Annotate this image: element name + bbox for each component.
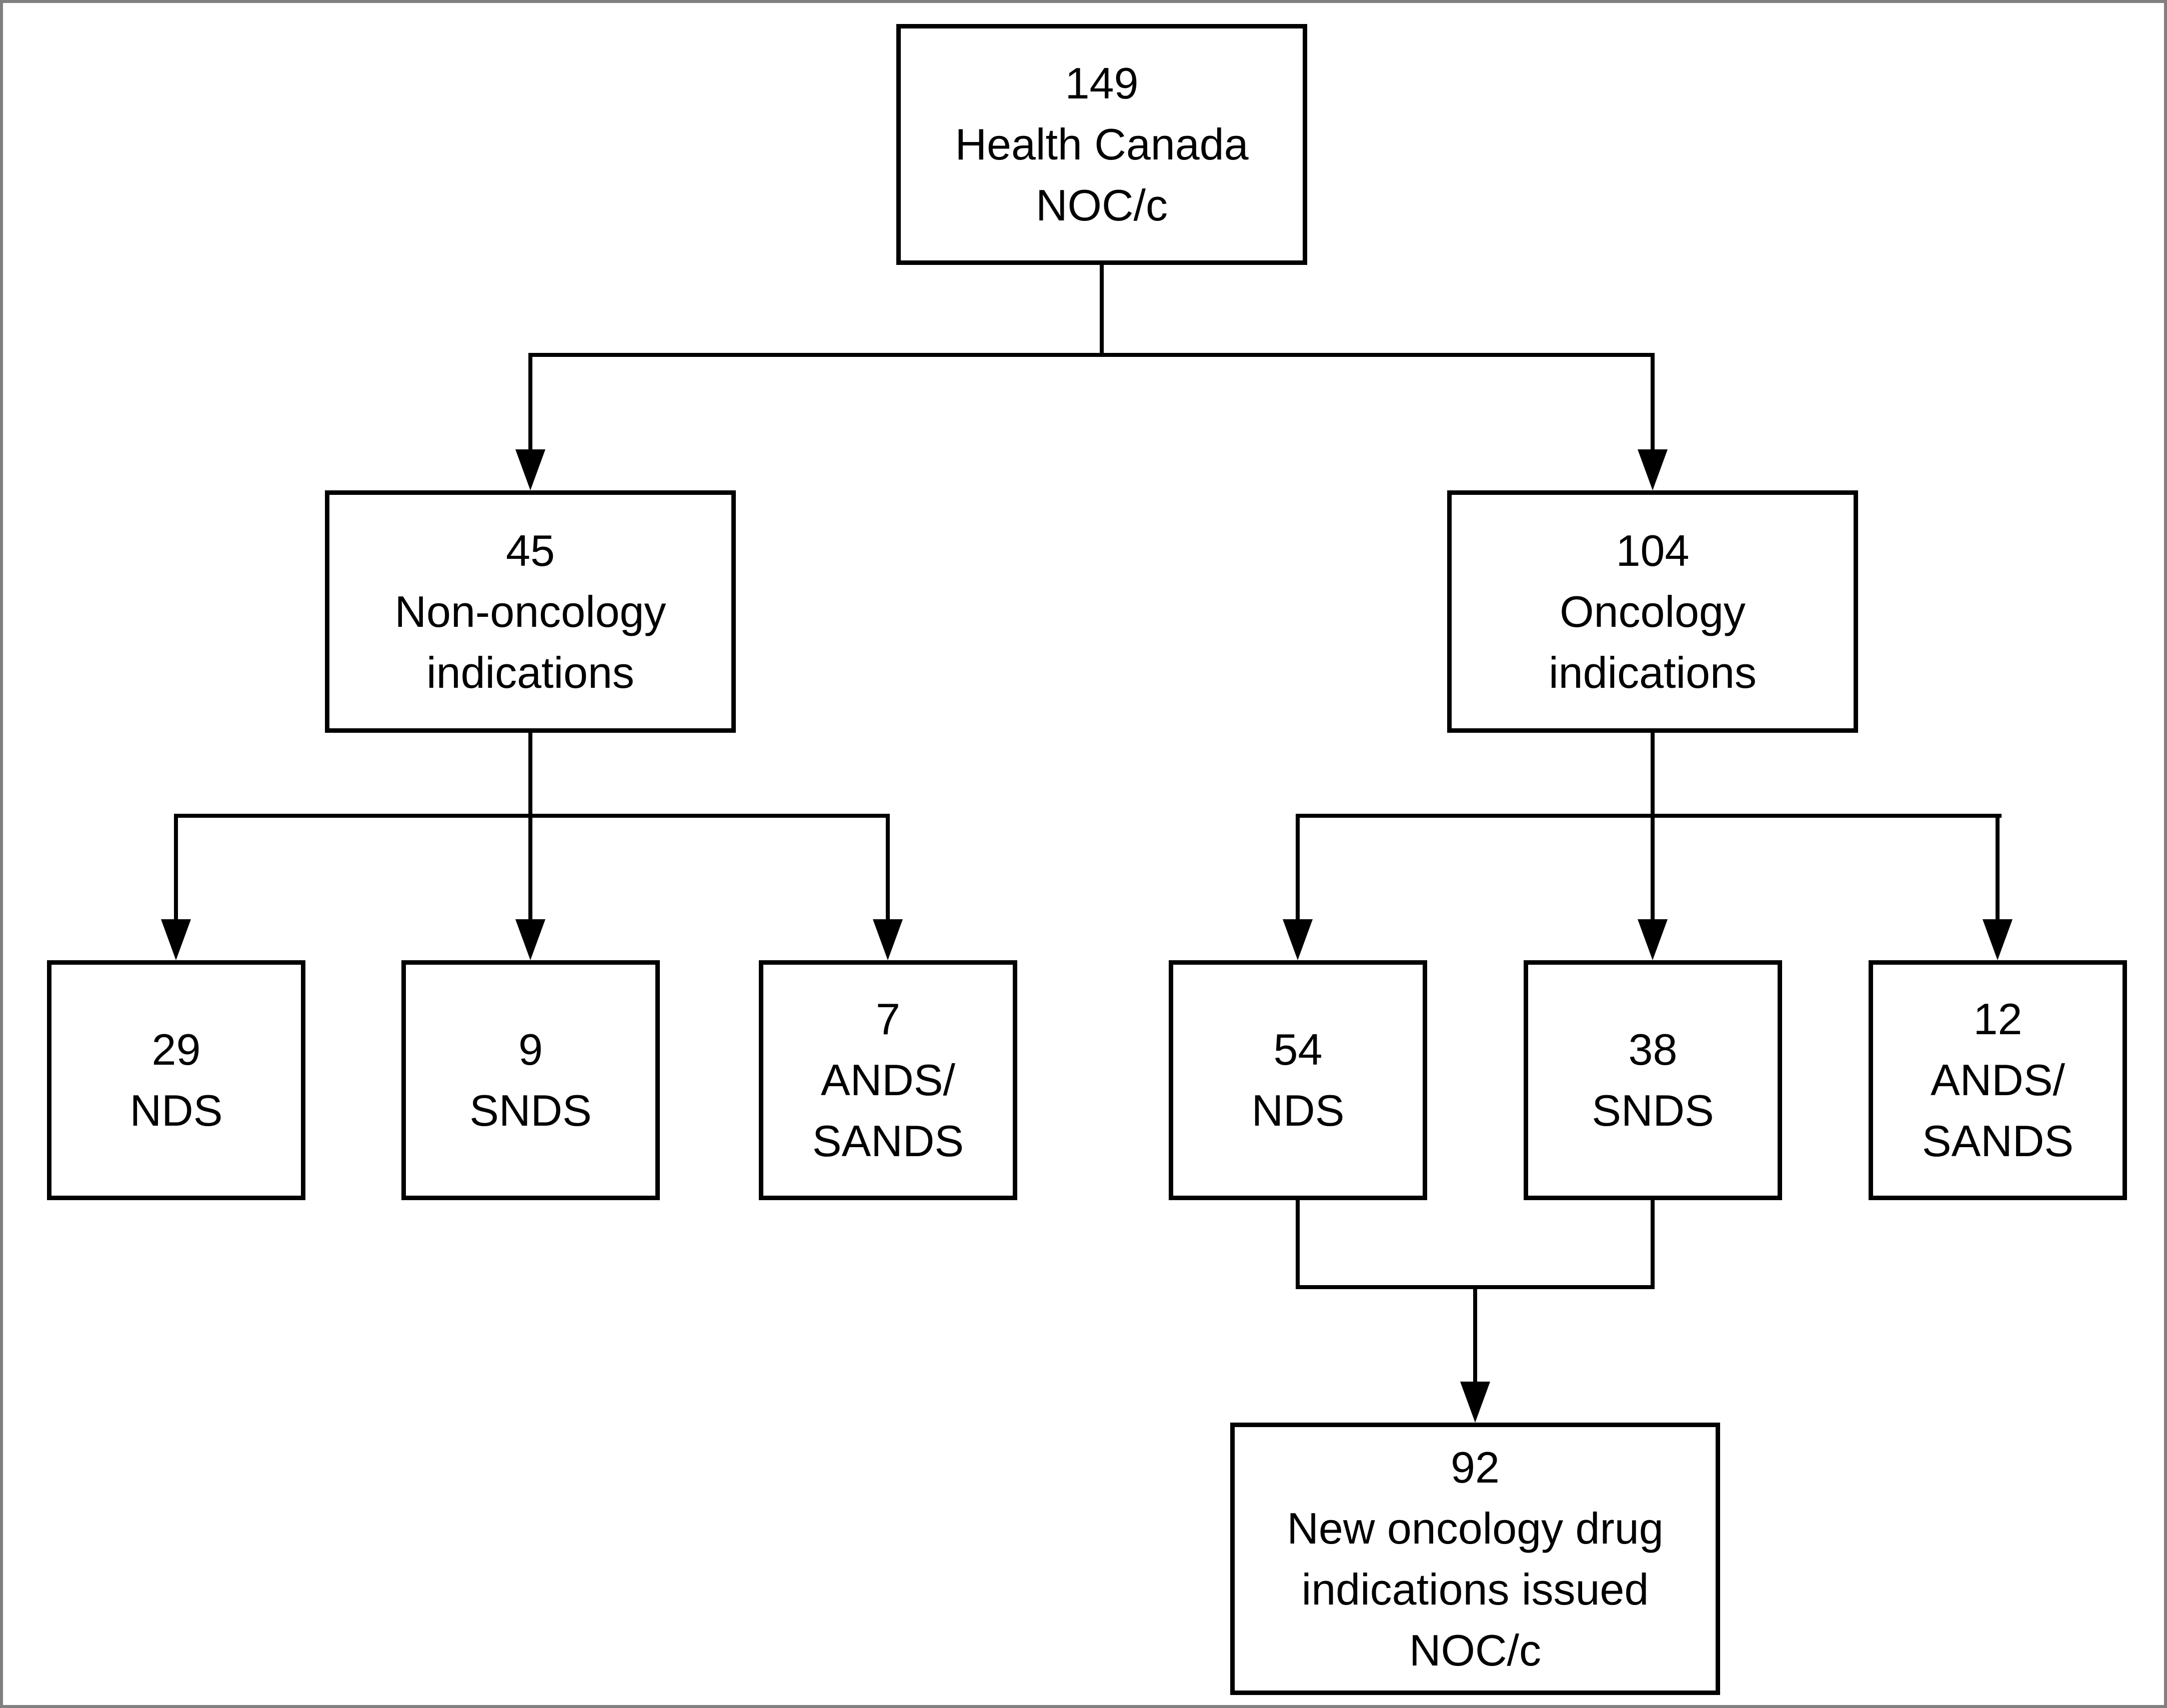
node-label: NDS	[129, 1086, 223, 1135]
arrow-down-icon	[161, 919, 191, 960]
connector-to-issued	[1473, 1285, 1477, 1384]
node-label: Oncology	[1560, 586, 1746, 636]
arrow-down-icon	[515, 919, 545, 960]
connector-to-7-ands-sands	[886, 814, 890, 921]
connector-level1-branch	[528, 353, 1655, 357]
node-count: 12	[1973, 994, 2023, 1044]
node-non-oncology-nds: 29 NDS	[47, 960, 305, 1200]
node-count: 45	[506, 525, 555, 575]
node-label: indications	[426, 647, 634, 697]
node-label: SNDS	[1592, 1086, 1714, 1135]
node-count: 29	[151, 1025, 201, 1074]
connector-to-non-oncology	[528, 353, 532, 451]
arrow-down-icon	[515, 449, 545, 490]
connector-oncology-drop	[1651, 731, 1655, 816]
node-label: NOC/c	[1036, 180, 1168, 230]
node-count: 7	[876, 994, 900, 1044]
connector-to-29-nds	[174, 814, 178, 921]
node-new-oncology-drug-indications-issued: 92 New oncology drug indications issued …	[1230, 1423, 1720, 1695]
arrow-down-icon	[1283, 919, 1313, 960]
arrow-down-icon	[1460, 1382, 1490, 1423]
node-non-oncology-ands-sands: 7 ANDS/ SANDS	[759, 960, 1017, 1200]
node-count: 38	[1628, 1025, 1678, 1074]
connector-54-nds-merge-drop	[1296, 1198, 1300, 1289]
connector-non-oncology-drop	[528, 731, 532, 816]
node-oncology-snds: 38 SNDS	[1524, 960, 1782, 1200]
node-label: SANDS	[1922, 1116, 2074, 1166]
node-label: indications	[1549, 647, 1757, 697]
connector-to-oncology	[1651, 353, 1655, 451]
node-label: ANDS/	[821, 1055, 955, 1105]
arrow-down-icon	[1638, 449, 1668, 490]
node-label: NOC/c	[1409, 1625, 1541, 1675]
node-label: NDS	[1251, 1086, 1345, 1135]
node-count: 149	[1065, 58, 1139, 108]
node-count: 92	[1451, 1442, 1500, 1492]
arrow-down-icon	[1638, 919, 1668, 960]
node-count: 9	[518, 1025, 543, 1074]
node-label: indications issued	[1301, 1564, 1649, 1614]
node-label: Non-oncology	[394, 586, 666, 636]
arrow-down-icon	[1983, 919, 2013, 960]
connector-oncology-branch	[1296, 814, 2002, 818]
node-oncology-ands-sands: 12 ANDS/ SANDS	[1869, 960, 2127, 1200]
node-label: ANDS/	[1931, 1055, 2065, 1105]
node-non-oncology-snds: 9 SNDS	[401, 960, 660, 1200]
node-count: 104	[1616, 525, 1690, 575]
node-count: 54	[1273, 1025, 1323, 1074]
node-non-oncology-indications: 45 Non-oncology indications	[325, 490, 736, 733]
node-label: Health Canada	[955, 119, 1249, 169]
connector-to-12-ands-sands	[1996, 814, 2000, 921]
arrow-down-icon	[873, 919, 903, 960]
connector-to-54-nds	[1296, 814, 1300, 921]
node-health-canada-noc-total: 149 Health Canada NOC/c	[896, 24, 1307, 265]
connector-root-drop	[1100, 263, 1104, 355]
connector-38-snds-merge-drop	[1651, 1198, 1655, 1289]
node-oncology-indications: 104 Oncology indications	[1447, 490, 1858, 733]
connector-to-9-snds	[528, 814, 532, 921]
connector-to-38-snds	[1651, 814, 1655, 921]
node-label: New oncology drug	[1287, 1503, 1664, 1553]
node-oncology-nds: 54 NDS	[1169, 960, 1427, 1200]
node-label: SANDS	[812, 1116, 964, 1166]
node-label: SNDS	[469, 1086, 592, 1135]
